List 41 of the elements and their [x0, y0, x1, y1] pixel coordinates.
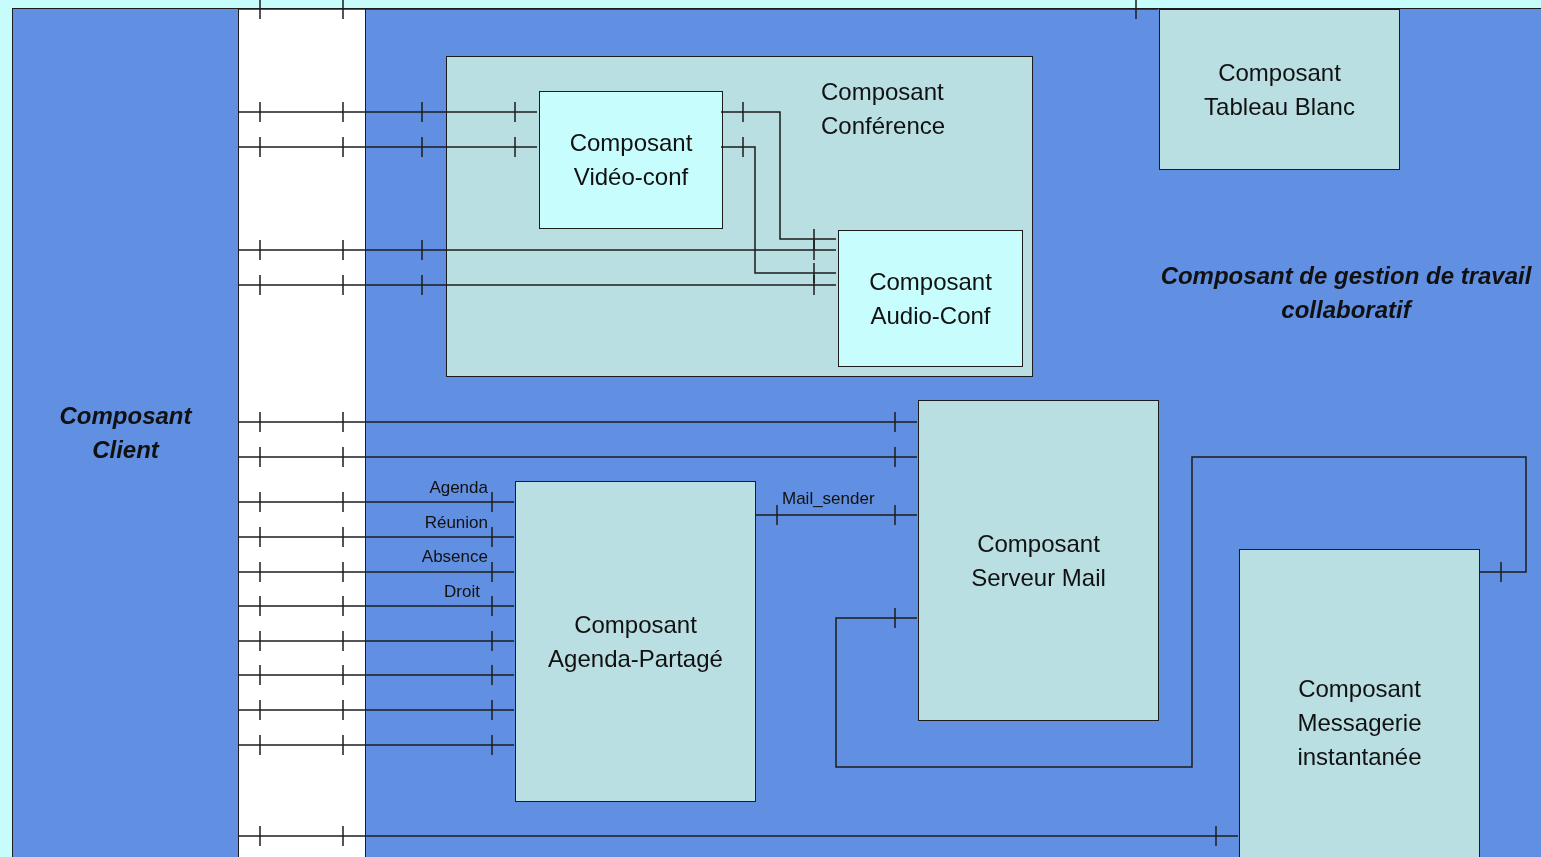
component-label: Composant Tableau Blanc	[1203, 57, 1356, 122]
connector	[237, 825, 1239, 847]
component-box	[838, 230, 1023, 367]
edge-label: Mail_sender	[782, 489, 875, 509]
connector	[237, 526, 515, 548]
edge-label: Agenda	[429, 478, 488, 498]
component-label: Composant Serveur Mail	[970, 528, 1107, 593]
connector	[237, 446, 918, 468]
connector	[237, 595, 515, 617]
edge-label: Droit	[444, 582, 480, 602]
connector	[237, 0, 1159, 20]
connector	[237, 734, 515, 756]
connector	[237, 136, 538, 158]
component-label: Composant Conférence	[821, 77, 947, 141]
component-box	[515, 481, 756, 802]
connector	[835, 456, 1527, 768]
connector	[237, 274, 837, 296]
connector	[754, 504, 918, 526]
connector	[237, 699, 515, 721]
connector	[237, 664, 515, 686]
connector	[237, 491, 515, 513]
component-group-box	[446, 56, 1033, 377]
component-label: Composant Audio-Conf	[868, 266, 993, 331]
component-label: Composant Vidéo-conf	[568, 128, 694, 192]
component-box	[918, 400, 1159, 721]
component-panel	[365, 8, 1541, 857]
edge-label: Réunion	[424, 513, 488, 533]
component-label: Composant Agenda-Partagé	[547, 609, 724, 674]
edge-label: Absence	[421, 547, 488, 567]
component-box	[1159, 9, 1400, 170]
connector	[237, 101, 538, 123]
connector	[237, 411, 918, 433]
panel-title: Composant de gestion de travail collaboratif	[1159, 261, 1533, 325]
panel-title: Composant Client	[58, 401, 194, 465]
component-label: Composant Messagerie instantanée	[1296, 674, 1423, 772]
connector	[237, 630, 515, 652]
connector	[237, 561, 515, 583]
component-panel	[12, 8, 238, 857]
component-box	[539, 91, 723, 229]
component-box	[1239, 549, 1480, 857]
connector	[237, 239, 837, 261]
